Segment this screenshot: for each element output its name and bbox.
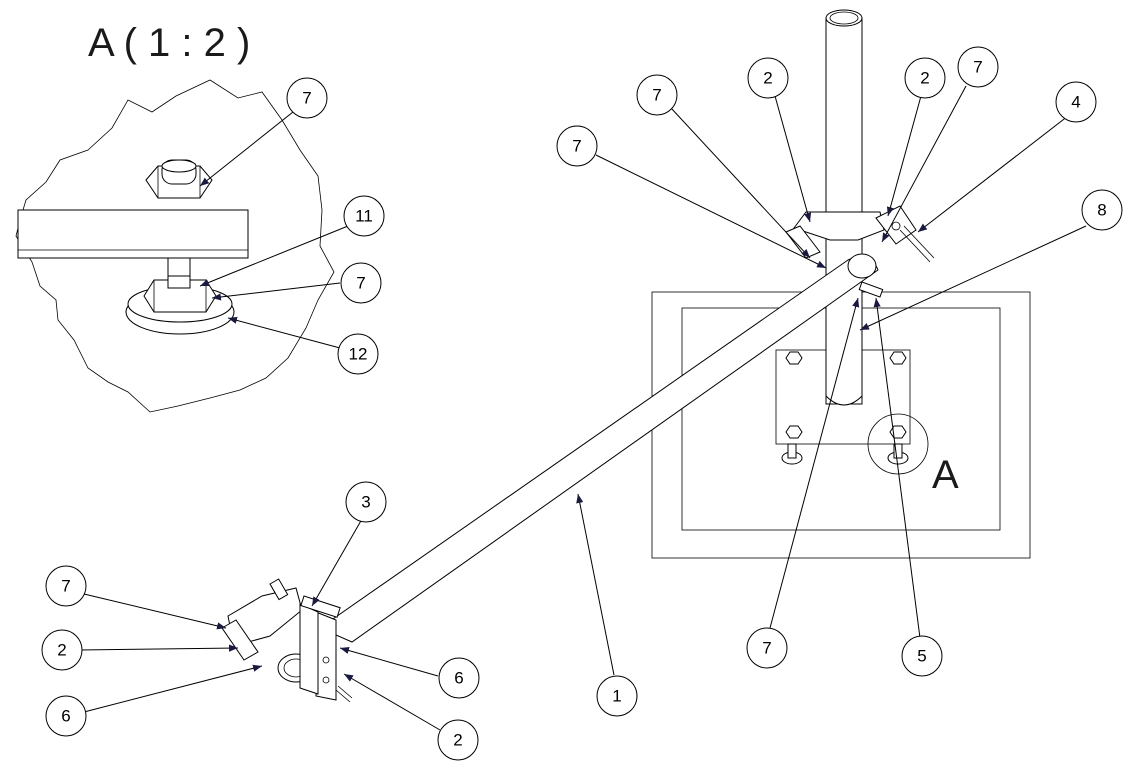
balloon-label: 2 xyxy=(920,69,929,88)
balloon: 3 xyxy=(345,481,387,523)
balloon-label: 1 xyxy=(612,687,621,706)
balloon-label: 7 xyxy=(356,274,365,293)
balloon: 4 xyxy=(1055,81,1097,123)
balloon: 6 xyxy=(45,695,87,737)
balloon-label: 7 xyxy=(302,89,311,108)
balloon-label: 7 xyxy=(572,137,581,156)
main-assembly: A xyxy=(221,9,1031,703)
balloon: 7 xyxy=(45,565,87,607)
base-plate-section xyxy=(17,209,249,259)
balloon-label: 4 xyxy=(1071,93,1080,112)
balloon: 7 xyxy=(286,77,328,119)
balloon: 7 xyxy=(957,46,999,88)
balloon-label: 3 xyxy=(361,493,370,512)
balloon: 11 xyxy=(343,195,385,237)
balloon: 7 xyxy=(636,74,678,116)
balloon-label: 2 xyxy=(453,731,462,750)
vertical-mast xyxy=(825,17,863,405)
balloon: 6 xyxy=(438,657,480,699)
balloon-label: 5 xyxy=(917,647,926,666)
balloon-label: 2 xyxy=(763,69,772,88)
upper-clamp xyxy=(785,205,935,263)
balloon: 2 xyxy=(437,719,479,761)
balloon-label: 7 xyxy=(61,577,70,596)
balloon: 2 xyxy=(41,629,83,671)
balloon-label: 7 xyxy=(973,58,982,77)
balloon: 2 xyxy=(747,57,789,99)
balloon: 1 xyxy=(596,675,638,717)
balloon-label: 8 xyxy=(1097,201,1106,220)
balloon: 7 xyxy=(556,125,598,167)
leader-lines xyxy=(79,85,1087,731)
detail-a-callout-circle xyxy=(867,413,929,475)
balloon: 8 xyxy=(1081,189,1123,231)
balloon-label: 6 xyxy=(454,669,463,688)
lower-clamp xyxy=(221,578,353,703)
detail-view-title: A ( 1 : 2 ) xyxy=(88,21,250,65)
balloon-label: 12 xyxy=(349,345,368,364)
balloon-label: 7 xyxy=(652,86,661,105)
balloon-label: 2 xyxy=(57,641,66,660)
balloon: 5 xyxy=(901,635,943,677)
balloon-label: 11 xyxy=(355,207,373,226)
detail-view-a xyxy=(15,79,335,413)
balloon-label: 6 xyxy=(61,707,70,726)
balloon: 12 xyxy=(337,333,379,375)
balloon-label: 7 xyxy=(762,639,771,658)
balloon: 2 xyxy=(904,57,946,99)
detail-a-marker: A xyxy=(932,453,959,497)
balloon: 7 xyxy=(340,262,382,304)
balloon: 7 xyxy=(746,627,788,669)
